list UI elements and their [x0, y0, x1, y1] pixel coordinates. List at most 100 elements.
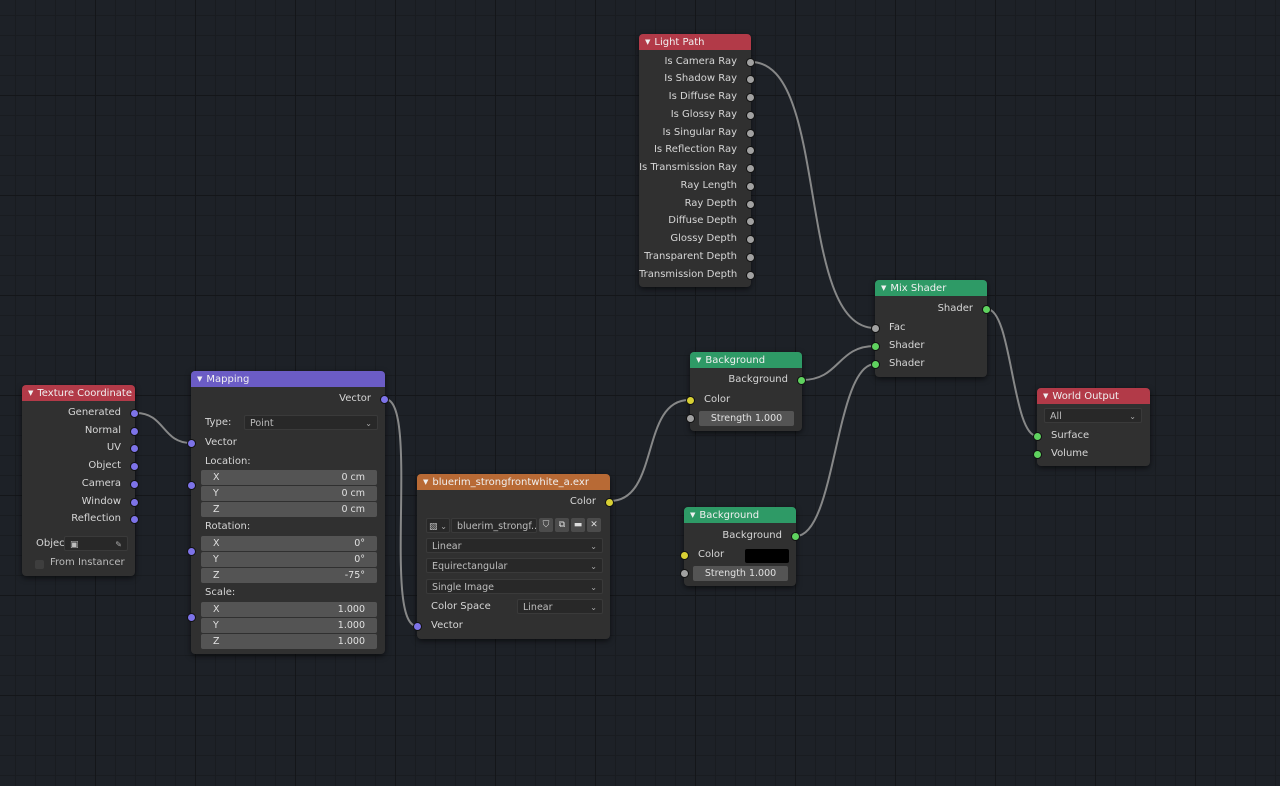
texture-coordinate-node[interactable]: ▼Texture Coordinate Generated Normal UV … [22, 385, 139, 576]
output-socket-row: Ray Length [639, 177, 755, 195]
image-browse-button[interactable]: ▧⌄ [426, 518, 450, 533]
rotation-z-field[interactable]: Z-75° [201, 568, 377, 583]
collapse-triangle-icon[interactable]: ▼ [696, 356, 702, 364]
shader-socket[interactable] [1033, 450, 1042, 459]
link-mix-to-surface [986, 308, 1038, 437]
vector-socket[interactable] [187, 439, 196, 448]
float-socket[interactable] [746, 111, 755, 120]
link-mapping-to-image [384, 398, 418, 627]
color-socket[interactable] [680, 551, 689, 560]
close-icon[interactable]: ✕ [587, 518, 601, 532]
source-dropdown[interactable]: Single Image⌄ [426, 579, 603, 594]
strength-field[interactable]: Strength 1.000 [699, 411, 794, 426]
shader-socket[interactable] [791, 532, 800, 541]
shader-socket[interactable] [871, 342, 880, 351]
float-socket[interactable] [746, 182, 755, 191]
mix-shader-node[interactable]: ▼Mix Shader Shader Fac Shader Shader [871, 280, 991, 377]
vector-socket[interactable] [187, 481, 196, 490]
object-picker[interactable]: ▣✎ [64, 536, 128, 551]
from-instancer-checkbox[interactable] [35, 560, 44, 569]
float-socket[interactable] [746, 200, 755, 209]
vector-socket[interactable] [130, 409, 139, 418]
image-name-field[interactable]: bluerim_strongf... [451, 518, 537, 533]
light-path-node[interactable]: ▼Light Path Is Camera Ray Is Shadow Ray … [639, 34, 755, 287]
projection-dropdown[interactable]: Equirectangular⌄ [426, 558, 603, 573]
node-header[interactable]: ▼Light Path [639, 34, 751, 50]
collapse-triangle-icon[interactable]: ▼ [1043, 392, 1049, 400]
float-socket[interactable] [680, 569, 689, 578]
shader-socket[interactable] [797, 376, 806, 385]
float-socket[interactable] [746, 164, 755, 173]
vector-socket[interactable] [380, 395, 389, 404]
float-socket[interactable] [746, 235, 755, 244]
background-node-1[interactable]: ▼Background Background Color Strength 1.… [686, 352, 806, 431]
float-socket[interactable] [746, 93, 755, 102]
color-space-dropdown[interactable]: Linear⌄ [517, 599, 603, 614]
float-socket[interactable] [746, 146, 755, 155]
input-socket-row: Vector [413, 617, 610, 635]
vector-socket[interactable] [130, 515, 139, 524]
vector-socket[interactable] [413, 622, 422, 631]
float-socket[interactable] [686, 414, 695, 423]
float-socket[interactable] [746, 75, 755, 84]
node-header[interactable]: ▼Texture Coordinate [22, 385, 135, 401]
node-header[interactable]: ▼World Output [1037, 388, 1150, 404]
color-socket[interactable] [605, 498, 614, 507]
location-label: Location: [205, 456, 251, 467]
mapping-node[interactable]: ▼Mapping Vector Type: Point⌄ Vector Loca… [187, 371, 389, 654]
vector-socket[interactable] [130, 462, 139, 471]
collapse-triangle-icon[interactable]: ▼ [690, 511, 696, 519]
vector-socket[interactable] [130, 427, 139, 436]
interpolation-dropdown[interactable]: Linear⌄ [426, 538, 603, 553]
vector-socket[interactable] [187, 547, 196, 556]
node-header[interactable]: ▼Mix Shader [875, 280, 987, 296]
output-socket-row: Window [22, 493, 139, 511]
color-swatch[interactable] [745, 549, 789, 563]
type-dropdown[interactable]: Point⌄ [244, 415, 378, 430]
strength-field[interactable]: Strength 1.000 [693, 566, 788, 581]
world-output-node[interactable]: ▼World Output All⌄ Surface Volume [1033, 388, 1150, 466]
image-texture-node[interactable]: ▼bluerim_strongfrontwhite_a.exr Color ▧⌄… [413, 474, 614, 639]
input-socket-row: Vector [187, 434, 385, 452]
fake-user-shield-icon[interactable]: ⛉ [539, 518, 553, 532]
shader-socket[interactable] [1033, 432, 1042, 441]
vector-socket[interactable] [130, 498, 139, 507]
output-socket-row: Vector [191, 390, 389, 408]
float-socket[interactable] [746, 217, 755, 226]
collapse-triangle-icon[interactable]: ▼ [423, 478, 429, 486]
output-socket-row: Shader [875, 300, 991, 318]
float-socket[interactable] [746, 253, 755, 262]
node-header[interactable]: ▼Mapping [191, 371, 385, 387]
node-header[interactable]: ▼Background [684, 507, 796, 523]
target-dropdown[interactable]: All⌄ [1044, 408, 1142, 423]
float-socket[interactable] [746, 271, 755, 280]
vector-socket[interactable] [187, 613, 196, 622]
collapse-triangle-icon[interactable]: ▼ [881, 284, 887, 292]
collapse-triangle-icon[interactable]: ▼ [28, 389, 34, 397]
shader-socket[interactable] [982, 305, 991, 314]
float-socket[interactable] [746, 58, 755, 67]
vector-socket[interactable] [130, 480, 139, 489]
float-socket[interactable] [746, 129, 755, 138]
background-node-2[interactable]: ▼Background Background Color Strength 1.… [680, 507, 800, 586]
collapse-triangle-icon[interactable]: ▼ [645, 38, 651, 46]
output-socket-row: Camera [22, 475, 139, 493]
node-header[interactable]: ▼bluerim_strongfrontwhite_a.exr [417, 474, 610, 490]
color-socket[interactable] [686, 396, 695, 405]
node-header[interactable]: ▼Background [690, 352, 802, 368]
eyedropper-icon[interactable]: ✎ [115, 540, 122, 549]
collapse-triangle-icon[interactable]: ▼ [197, 375, 203, 383]
folder-open-icon[interactable]: ▬ [571, 518, 585, 532]
shader-socket[interactable] [871, 360, 880, 369]
vector-socket[interactable] [130, 444, 139, 453]
duplicate-icon[interactable]: ⧉ [555, 518, 569, 532]
float-socket[interactable] [871, 324, 880, 333]
